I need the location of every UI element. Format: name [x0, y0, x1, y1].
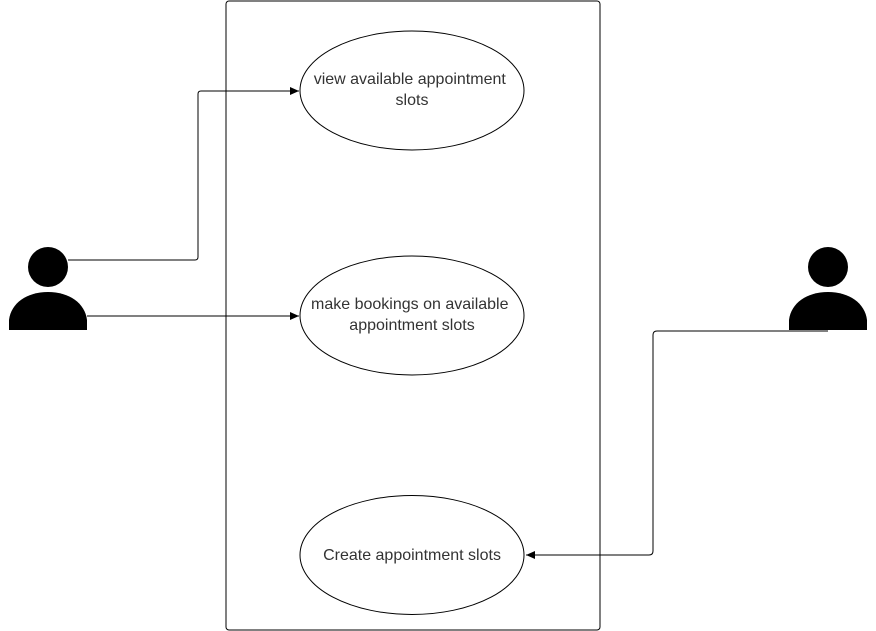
- use-case-label-line: Create appointment slots: [323, 547, 501, 564]
- person-icon: [9, 247, 87, 330]
- use-case-ellipse: [299, 255, 525, 376]
- actor-right[interactable]: [789, 247, 867, 330]
- use-case-label-line: view available appointment: [314, 71, 507, 88]
- use-case-view-slots[interactable]: view available appointment slots: [299, 30, 525, 151]
- use-case-make-bookings[interactable]: make bookings on available appointment s…: [299, 255, 525, 376]
- use-case-label-line: appointment slots: [349, 317, 474, 334]
- use-case-create-slots[interactable]: Create appointment slots: [299, 495, 525, 615]
- use-case-ellipse: [299, 30, 525, 151]
- connector-right-to-create-slots: [526, 330, 828, 559]
- use-case-label-line: make bookings on available: [311, 296, 509, 313]
- use-case-label: Create appointment slots: [323, 547, 501, 564]
- use-case-label: make bookings on available appointment s…: [311, 296, 513, 334]
- use-case-label: view available appointment slots: [314, 71, 511, 109]
- use-case-ellipse: [299, 495, 525, 615]
- use-case-label-line: slots: [396, 92, 429, 109]
- actor-left[interactable]: [9, 247, 87, 330]
- connector-left-to-view-slots: [68, 87, 299, 261]
- person-icon: [789, 247, 867, 330]
